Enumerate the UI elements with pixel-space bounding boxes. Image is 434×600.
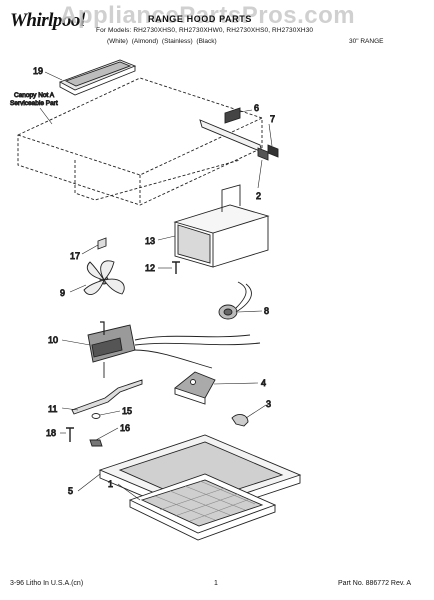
model-list: For Models: RH2730XHS0, RH2730XHW0, RH27… <box>96 27 314 34</box>
part-13-vent-box <box>173 184 270 268</box>
part-19-light-cover <box>58 59 137 96</box>
part-9-fan-blade <box>83 260 125 296</box>
callout-1: 1 <box>108 479 113 489</box>
callout-4: 4 <box>261 378 266 388</box>
range-size-note: 30" RANGE <box>349 38 384 45</box>
callout-10: 10 <box>48 335 58 345</box>
part-16-nut <box>89 439 103 447</box>
whirlpool-logo: Whirlpool <box>10 10 85 31</box>
color-variants: (White) (Almond) (Stainless) (Black) <box>107 38 217 45</box>
part-7-2-control-rail <box>199 119 279 161</box>
callout-2: 2 <box>256 191 261 201</box>
callout-18: 18 <box>46 428 56 438</box>
callout-13: 13 <box>145 236 155 246</box>
callout-16: 16 <box>120 423 130 433</box>
litho-note: 3-96 Litho In U.S.A.(cn) <box>10 580 84 587</box>
part-12-screw <box>172 261 180 274</box>
callout-8: 8 <box>264 306 269 316</box>
callout-3: 3 <box>266 399 271 409</box>
callout-17: 17 <box>70 251 80 261</box>
watermark: AppliancePartsPros.com <box>60 2 356 29</box>
canopy-note-line2: Serviceable Part <box>10 100 58 107</box>
callout-7: 7 <box>270 114 275 124</box>
callout-19: 19 <box>33 66 43 76</box>
part-3-clip <box>231 414 249 427</box>
part-17-clip <box>97 237 107 250</box>
canopy-note-line1: Canopy Not A <box>14 92 55 99</box>
callout-11: 11 <box>48 404 57 414</box>
part-11-mount-strap <box>71 379 143 415</box>
callout-9: 9 <box>60 288 65 298</box>
page-number: 1 <box>214 580 218 587</box>
part-4-bracket <box>174 371 216 405</box>
callout-15: 15 <box>122 406 132 416</box>
callout-5: 5 <box>68 486 73 496</box>
part-1-filter-mesh <box>128 473 277 541</box>
part-6-switch <box>224 107 241 124</box>
canopy-outline <box>17 77 263 206</box>
callout-6: 6 <box>254 103 259 113</box>
page-title: RANGE HOOD PARTS <box>148 14 252 24</box>
part-8-socket <box>218 281 252 320</box>
part-18-screw <box>66 427 74 442</box>
leader-lines <box>44 71 273 501</box>
part-15-washer <box>91 413 101 419</box>
part-10-motor <box>87 321 261 378</box>
part-number: Part No. 886772 Rev. A <box>338 580 412 587</box>
callout-12: 12 <box>145 263 155 273</box>
